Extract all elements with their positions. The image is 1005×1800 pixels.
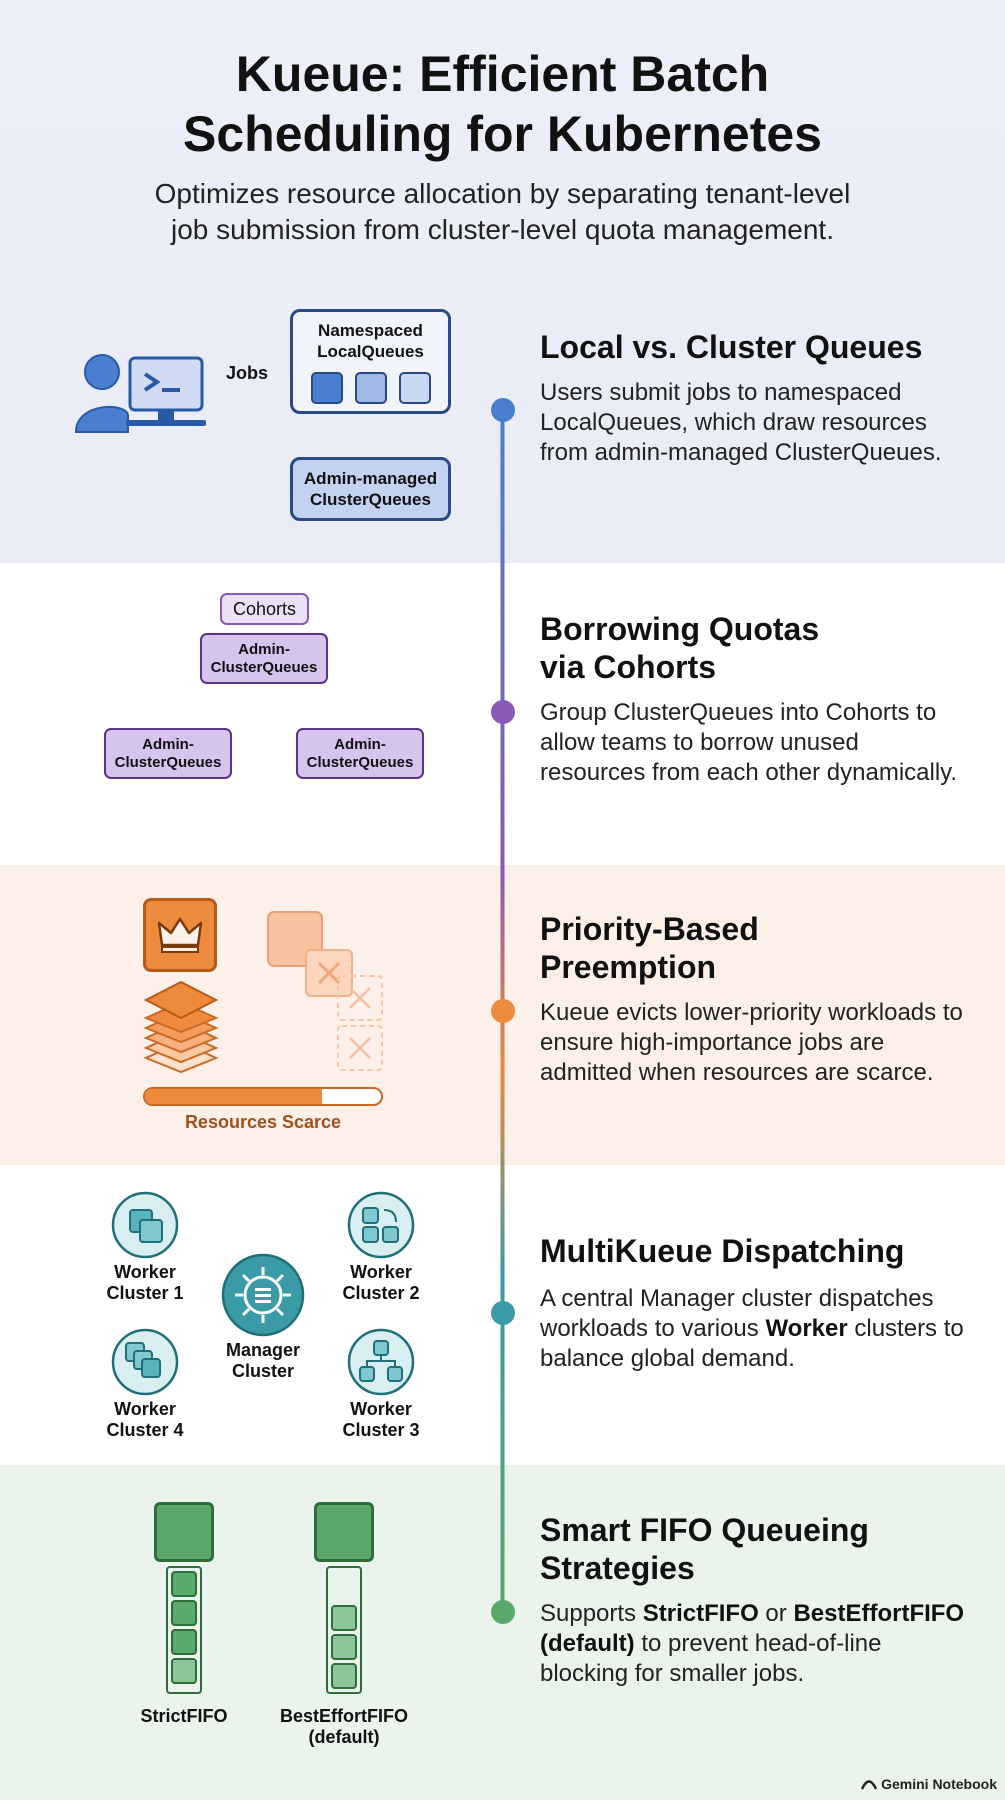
high-priority-job-icon xyxy=(143,898,217,972)
crown-icon xyxy=(157,917,203,953)
section-title-multikueue: MultiKueue Dispatching xyxy=(540,1233,905,1269)
timeline-dot-1 xyxy=(491,398,515,422)
manager-cluster-icon xyxy=(221,1253,305,1337)
timeline-dot-4 xyxy=(491,1301,515,1325)
worker-cluster-3-icon xyxy=(347,1328,415,1396)
section-body-fifo: Supports StrictFIFO or BestEffortFIFO (d… xyxy=(540,1600,965,1687)
queue-slot-icon xyxy=(310,372,343,404)
footer-brand: Gemini Notebook xyxy=(861,1776,997,1792)
section-body-local-queues: Users submit jobs to namespaced LocalQue… xyxy=(540,379,942,466)
evicted-workloads-icon xyxy=(267,911,383,1071)
queued-job-icon xyxy=(331,1663,357,1689)
cohort-clusterqueue-top: Admin-ClusterQueues xyxy=(200,633,328,684)
section-body-preemption: Kueue evicts lower-priority workloads to… xyxy=(540,999,963,1086)
user-computer-icon xyxy=(74,354,206,433)
section-body-cohorts: Group ClusterQueues into Cohorts to allo… xyxy=(540,699,958,786)
besteffortfifo-label: BestEffortFIFO(default) xyxy=(280,1706,408,1747)
cohorts-label: Cohorts xyxy=(220,593,309,625)
queued-job-icon xyxy=(171,1629,197,1655)
resource-bar-fill xyxy=(145,1089,322,1104)
gemini-notebook-logo-icon xyxy=(861,1780,878,1790)
section-title-local-queues: Local vs. Cluster Queues xyxy=(540,329,923,365)
strictfifo-queue xyxy=(166,1566,202,1694)
timeline-dot-2 xyxy=(491,700,515,724)
stacked-workloads-icon xyxy=(143,980,219,1074)
cohort-clusterqueue-right: Admin-ClusterQueues xyxy=(296,728,424,779)
queued-job-icon xyxy=(171,1600,197,1626)
timeline-dot-5 xyxy=(491,1600,515,1624)
queued-job-icon xyxy=(171,1658,197,1684)
besteffort-head-job-icon xyxy=(314,1502,374,1562)
resource-bar xyxy=(143,1087,383,1106)
strictfifo-label: StrictFIFO xyxy=(140,1706,228,1726)
queued-job-icon xyxy=(171,1571,197,1597)
queue-slot-icon xyxy=(354,372,387,404)
resources-scarce-label: Resources Scarce xyxy=(184,1112,342,1132)
page-subtitle: Optimizes resource allocation by separat… xyxy=(154,178,851,245)
besteffort-queue xyxy=(326,1566,362,1694)
queued-job-icon xyxy=(331,1634,357,1660)
strictfifo-head-job-icon xyxy=(154,1502,214,1562)
jobs-label: Jobs xyxy=(226,363,269,383)
cohort-clusterqueue-left: Admin-ClusterQueues xyxy=(104,728,232,779)
queue-slot-icon xyxy=(398,372,431,404)
queued-job-icon xyxy=(331,1605,357,1631)
section-body-multikueue: A central Manager cluster dispatches wor… xyxy=(540,1285,964,1372)
worker-cluster-4-icon xyxy=(111,1328,179,1396)
worker-cluster-1-icon xyxy=(111,1191,179,1259)
worker-cluster-2-icon xyxy=(347,1191,415,1259)
timeline-dot-3 xyxy=(491,999,515,1023)
